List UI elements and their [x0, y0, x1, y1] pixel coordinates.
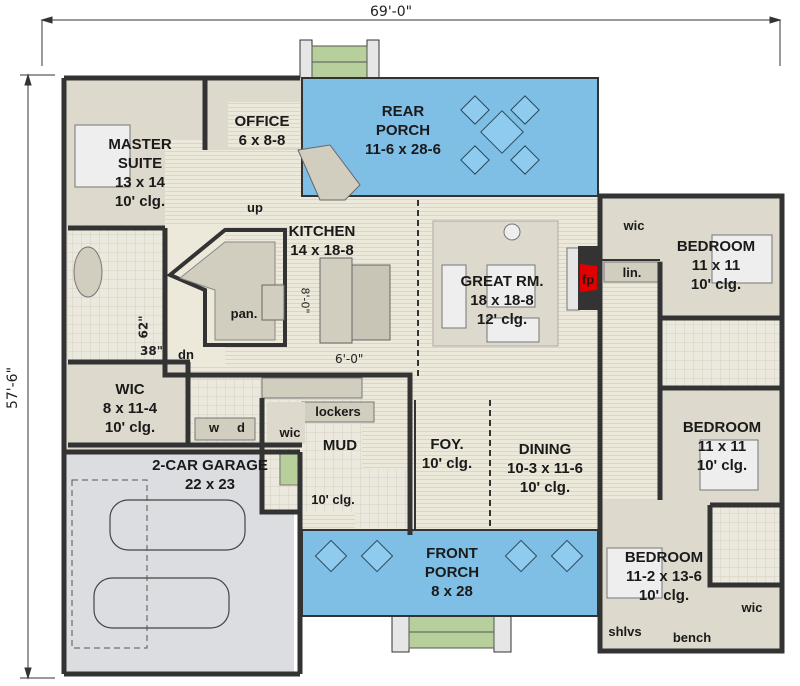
- dimension-lines: [20, 16, 782, 680]
- room-size: 11 x 11: [691, 257, 741, 274]
- room-size: 11-6 x 28-6: [365, 141, 441, 158]
- room-name: BEDROOM: [682, 419, 762, 436]
- room-size: 22 x 23: [184, 476, 236, 493]
- island-length-label: 8'-0": [298, 287, 312, 314]
- room-name-2: PORCH: [375, 122, 431, 139]
- room-size: 8 x 11-4: [102, 400, 158, 417]
- room-name: FOY.: [430, 436, 464, 453]
- room-front-porch: FRONT PORCH 8 x 28: [425, 544, 479, 601]
- room-name: KITCHEN: [288, 223, 356, 240]
- room-size: 10-3 x 11-6: [507, 460, 583, 477]
- room-dining: DINING 10-3 x 11-6 10' clg.: [507, 440, 583, 497]
- room-size: 6 x 8-8: [238, 132, 286, 149]
- room-size: 13 x 14: [114, 174, 166, 191]
- room-name: WIC: [115, 381, 145, 398]
- fireplace-label: fp: [581, 272, 595, 287]
- room-name: BEDROOM: [676, 238, 756, 255]
- shelves-label: shlvs: [608, 624, 642, 639]
- room-mud-ceiling: 10' clg.: [311, 492, 355, 508]
- room-name: REAR: [381, 103, 425, 120]
- overall-depth-label: 57'-6": [5, 366, 22, 410]
- room-size: 11 x 11: [697, 438, 747, 455]
- room-ceiling: 10' clg.: [690, 276, 742, 293]
- room-master-wic: WIC 8 x 11-4 10' clg.: [103, 380, 157, 437]
- room-bedroom-3: BEDROOM 11-2 x 13-6 10' clg.: [625, 548, 703, 605]
- room-name: OFFICE: [234, 113, 290, 130]
- room-master-suite: MASTER SUITE 13 x 14 10' clg.: [108, 135, 171, 211]
- mud-wic-label: wic: [279, 425, 301, 440]
- room-great-room: GREAT RM. 18 x 18-8 12' clg.: [460, 272, 543, 329]
- room-ceiling: 10' clg.: [638, 587, 690, 604]
- room-name: MASTER: [108, 136, 172, 153]
- stair-up-label: up: [247, 200, 263, 215]
- room-name: MUD: [322, 437, 358, 454]
- room-mud: MUD: [323, 436, 357, 455]
- bedroom3-wic-label: wic: [741, 600, 763, 615]
- linen-label: lin.: [622, 265, 642, 280]
- room-bedroom-1: BEDROOM 11 x 11 10' clg.: [677, 237, 755, 294]
- room-size: 18 x 18-8: [470, 292, 534, 309]
- room-name-2: PORCH: [424, 564, 480, 581]
- room-size: 14 x 18-8: [290, 242, 354, 259]
- room-kitchen: KITCHEN 14 x 18-8: [289, 222, 356, 260]
- dryer-label: d: [237, 420, 245, 435]
- bedroom1-wic-label: wic: [623, 218, 645, 233]
- room-ceiling: 12' clg.: [476, 311, 528, 328]
- washer-label: w: [208, 420, 220, 435]
- room-garage: 2-CAR GARAGE 22 x 23: [152, 456, 268, 494]
- lockers-label: lockers: [315, 404, 361, 419]
- shower-38-label: 38": [140, 344, 163, 358]
- room-rear-porch: REAR PORCH 11-6 x 28-6: [365, 102, 441, 159]
- overall-width-label: 69'-0": [370, 4, 413, 20]
- room-foyer: FOY. 10' clg.: [422, 435, 472, 473]
- room-name-2: SUITE: [117, 155, 163, 172]
- room-ceiling: 10' clg.: [104, 419, 156, 436]
- room-ceiling: 10' clg.: [421, 455, 473, 472]
- room-name: 2-CAR GARAGE: [152, 457, 268, 474]
- room-name: DINING: [518, 441, 572, 458]
- bench-label: bench: [672, 630, 712, 645]
- room-ceiling: 10' clg.: [311, 492, 355, 507]
- room-ceiling: 10' clg.: [519, 479, 571, 496]
- room-name: GREAT RM.: [460, 273, 544, 290]
- stair-down-label: dn: [178, 347, 194, 362]
- shower-62-label: 62": [136, 315, 151, 339]
- island-width-label: 6'-0": [335, 352, 364, 366]
- room-name: BEDROOM: [624, 549, 704, 566]
- room-name: FRONT: [426, 545, 478, 562]
- pantry-label: pan.: [230, 306, 258, 321]
- room-bedroom-2: BEDROOM 11 x 11 10' clg.: [683, 418, 761, 475]
- room-size: 11-2 x 13-6: [626, 568, 702, 585]
- room-office: OFFICE 6 x 8-8: [235, 112, 290, 150]
- room-ceiling: 10' clg.: [696, 457, 748, 474]
- room-size: 8 x 28: [431, 583, 473, 600]
- room-ceiling: 10' clg.: [114, 193, 166, 210]
